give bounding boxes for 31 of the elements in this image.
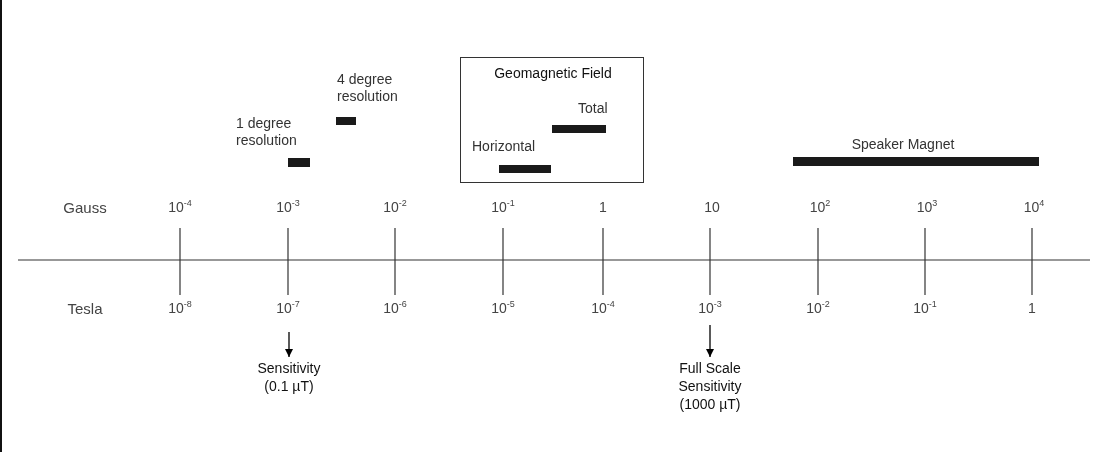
tick-label: 1 — [599, 199, 607, 215]
tick-label: 10$^{2}$ — [809, 199, 831, 215]
arrow — [706, 324, 714, 358]
tick-label: 10$^{-4}$ — [591, 300, 615, 316]
range-label: Horizontal — [472, 138, 537, 155]
range-label: Total — [578, 100, 609, 117]
unit-label: Tesla — [67, 300, 103, 317]
group-title: Geomagnetic Field — [493, 65, 613, 82]
tick-label: 10$^{-7}$ — [276, 300, 300, 316]
tick-label: 10$^{-4}$ — [168, 199, 192, 215]
annotation-text: Full Scale Sensitivity (1000 µT) — [677, 359, 743, 413]
tick-label: 10$^{3}$ — [916, 199, 938, 215]
tick-label: 10$^{-6}$ — [383, 300, 407, 316]
range-label: 4 degree resolution — [337, 71, 399, 105]
tick-label: 10$^{-3}$ — [276, 199, 300, 215]
range-label: 1 degree resolution — [236, 115, 298, 149]
range-label: Speaker Magnet — [850, 136, 956, 153]
tick-label: 10$^{-2}$ — [806, 300, 830, 316]
tick-label: 10$^{-3}$ — [698, 300, 722, 316]
tick-label: 10$^{-1}$ — [491, 199, 515, 215]
arrow — [285, 331, 293, 358]
group-frame — [460, 57, 644, 183]
tick-label: 1 — [1028, 300, 1036, 316]
tick-label: 10$^{4}$ — [1023, 199, 1045, 215]
unit-label: Gauss — [63, 199, 107, 216]
tick-label: 10 — [704, 199, 720, 215]
tick-label: 10$^{-8}$ — [168, 300, 192, 316]
annotation-text: Sensitivity (0.1 µT) — [256, 359, 322, 395]
tick-label: 10$^{-1}$ — [913, 300, 937, 316]
tick-label: 10$^{-2}$ — [383, 199, 407, 215]
tick-label: 10$^{-5}$ — [491, 300, 515, 316]
